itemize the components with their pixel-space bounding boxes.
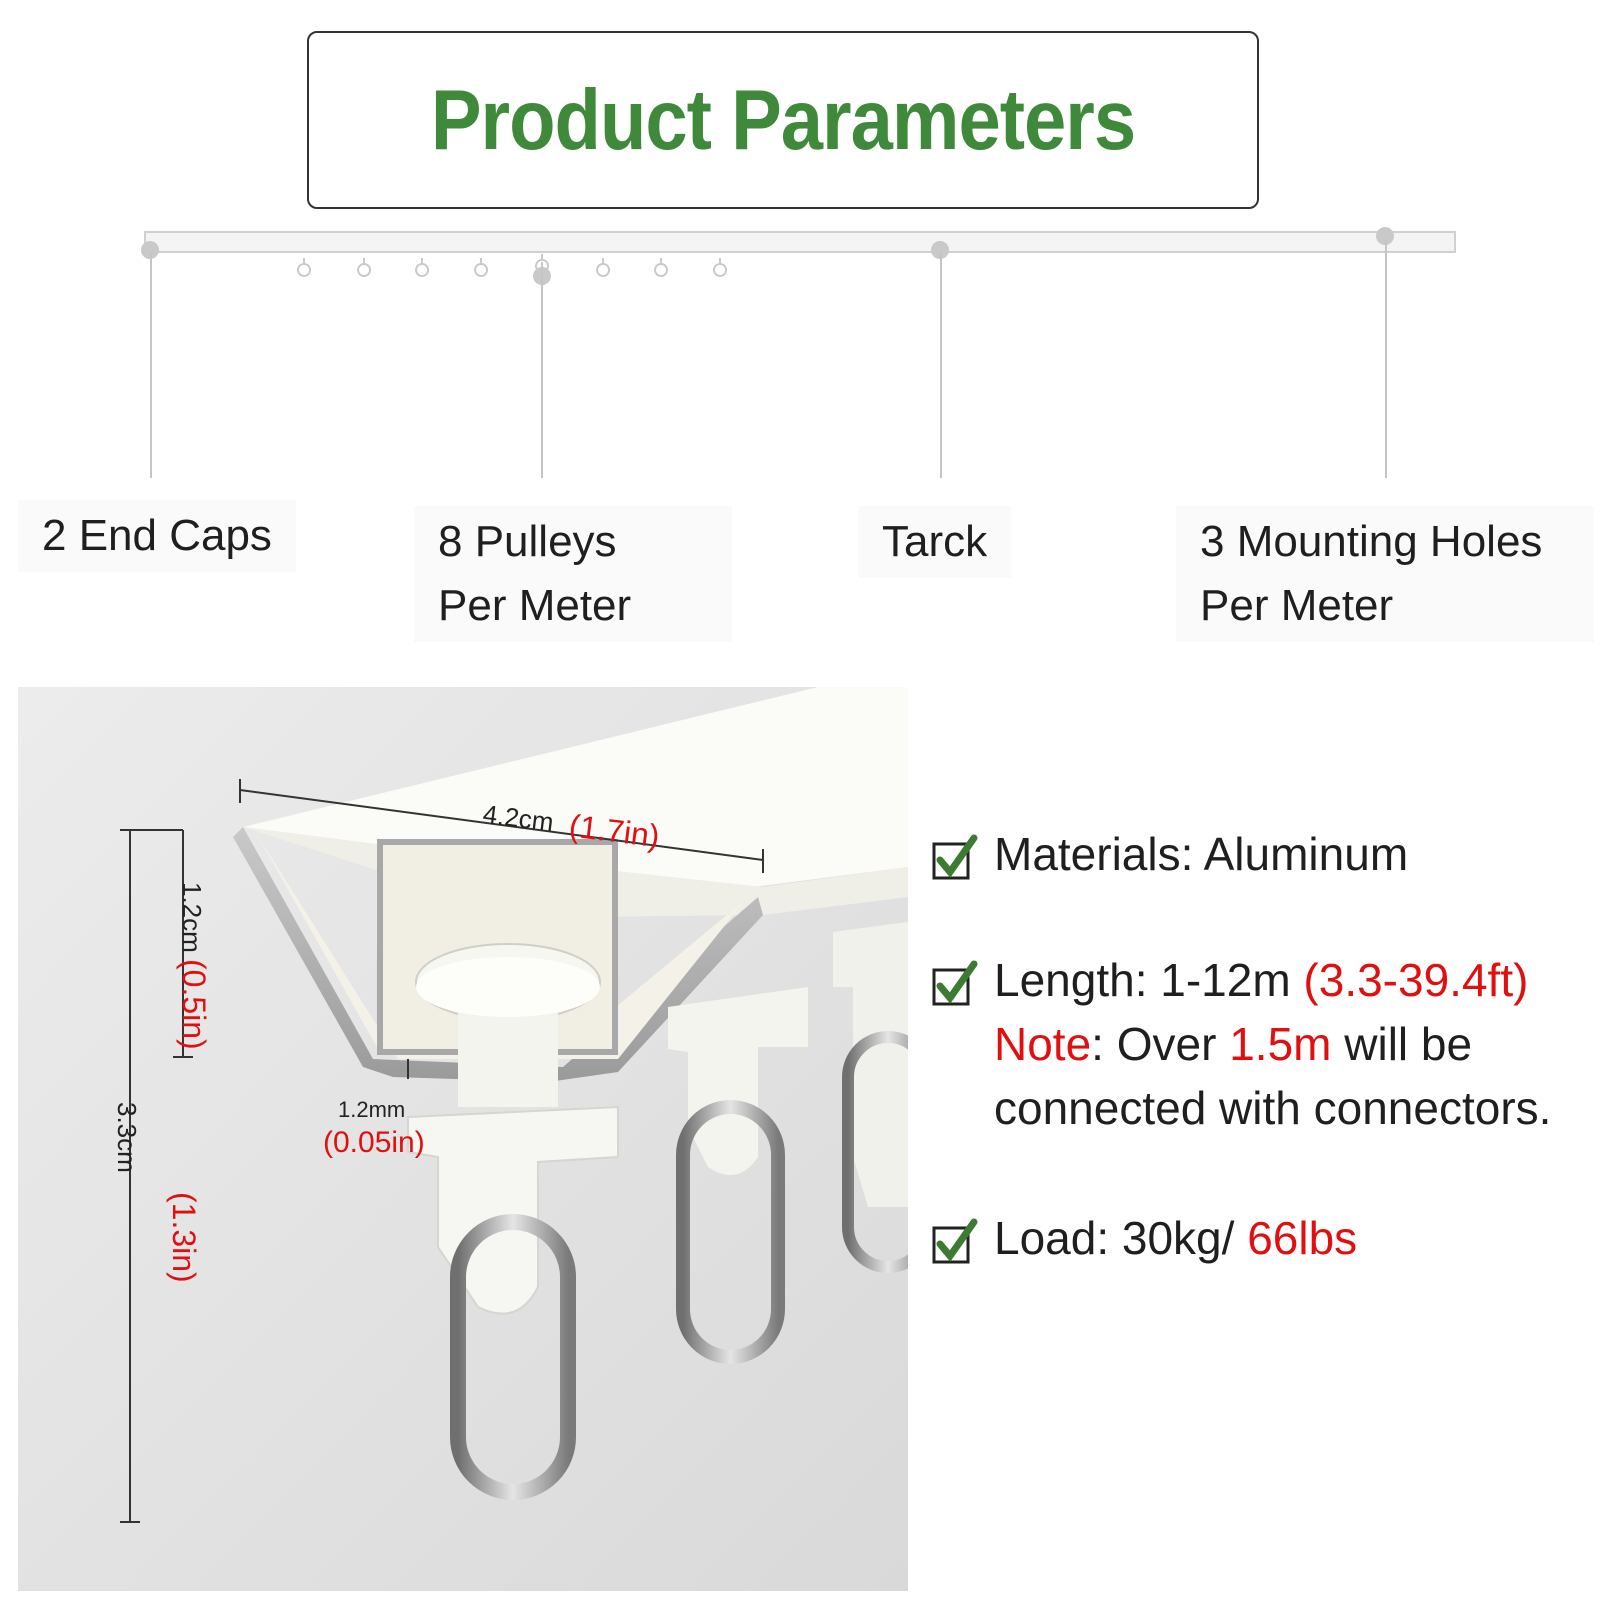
end-cap-marker (141, 241, 159, 259)
checkbox-icon (932, 960, 978, 1006)
label-holes: 3 Mounting Holes Per Meter (1176, 506, 1594, 642)
curtain-ring (450, 1214, 576, 1500)
end-caps-text: 2 End Caps (42, 511, 272, 560)
length-text: Length: 1-12m (994, 954, 1304, 1006)
length-line: Length: 1-12m (3.3-39.4ft) (994, 948, 1528, 1012)
track-profile-illustration: 4.2cm (1.7in) 1.2cm (0.5in) 3.3cm (1.3in… (18, 687, 908, 1591)
load-line: Load: 30kg/ 66lbs (994, 1206, 1357, 1270)
note-value: 1.5m (1229, 1018, 1332, 1070)
track-top-face (243, 687, 908, 887)
spec-length: Length: 1-12m (3.3-39.4ft) Note: Over 1.… (930, 948, 1590, 1148)
track-diagram (141, 227, 1456, 478)
load-lbs-text: 66lbs (1247, 1212, 1358, 1264)
holes-text-line1: 3 Mounting Holes (1200, 517, 1543, 566)
mounting-hole-marker (1376, 227, 1394, 245)
spec-materials: Materials: Aluminum (930, 822, 1590, 892)
thickness-in-label: (0.05in) (323, 1126, 425, 1159)
label-end-caps: 2 End Caps (18, 500, 296, 572)
label-pulleys: 8 Pulleys Per Meter (414, 506, 732, 642)
checkbox-icon (932, 834, 978, 880)
materials-text: Materials: Aluminum (994, 828, 1409, 880)
track-marker (931, 241, 949, 259)
depth-cm-label: 1.2cm (177, 882, 207, 953)
pulleys-text-line1: 8 Pulleys (438, 517, 617, 566)
pulley-carrier-2 (668, 987, 808, 1175)
width-dimension-line (239, 789, 764, 861)
note-line3: connected with connectors. (994, 1082, 1552, 1134)
note-line: Note: Over 1.5m will be (994, 1012, 1472, 1076)
height-in-label: (1.3in) (166, 1192, 202, 1283)
spec-load: Load: 30kg/ 66lbs (930, 1206, 1590, 1276)
load-text: Load: 30kg/ (994, 1212, 1248, 1264)
track-rail (144, 231, 1456, 253)
height-cm-label: 3.3cm (112, 1102, 142, 1173)
track-text: Tarck (882, 517, 988, 566)
label-track: Tarck (858, 506, 1012, 578)
holes-text-line2: Per Meter (1200, 581, 1394, 630)
note-mid: : Over (1091, 1018, 1230, 1070)
pulley-hooks (297, 254, 728, 277)
note-end: will be (1331, 1018, 1473, 1070)
pulleys-text-line2: Per Meter (438, 581, 632, 630)
note-word: Note (994, 1018, 1092, 1070)
depth-in-label: (0.5in) (176, 959, 212, 1050)
product-photo: 4.2cm (1.7in) 1.2cm (0.5in) 3.3cm (1.3in… (18, 687, 908, 1591)
curtain-ring-2 (676, 1100, 785, 1364)
thickness-mm-label: 1.2mm (338, 1097, 405, 1122)
page-title: Product Parameters (430, 72, 1136, 168)
length-ft-text: (3.3-39.4ft) (1303, 954, 1529, 1006)
checkbox-icon (932, 1218, 978, 1264)
title-box: Product Parameters (307, 31, 1259, 209)
